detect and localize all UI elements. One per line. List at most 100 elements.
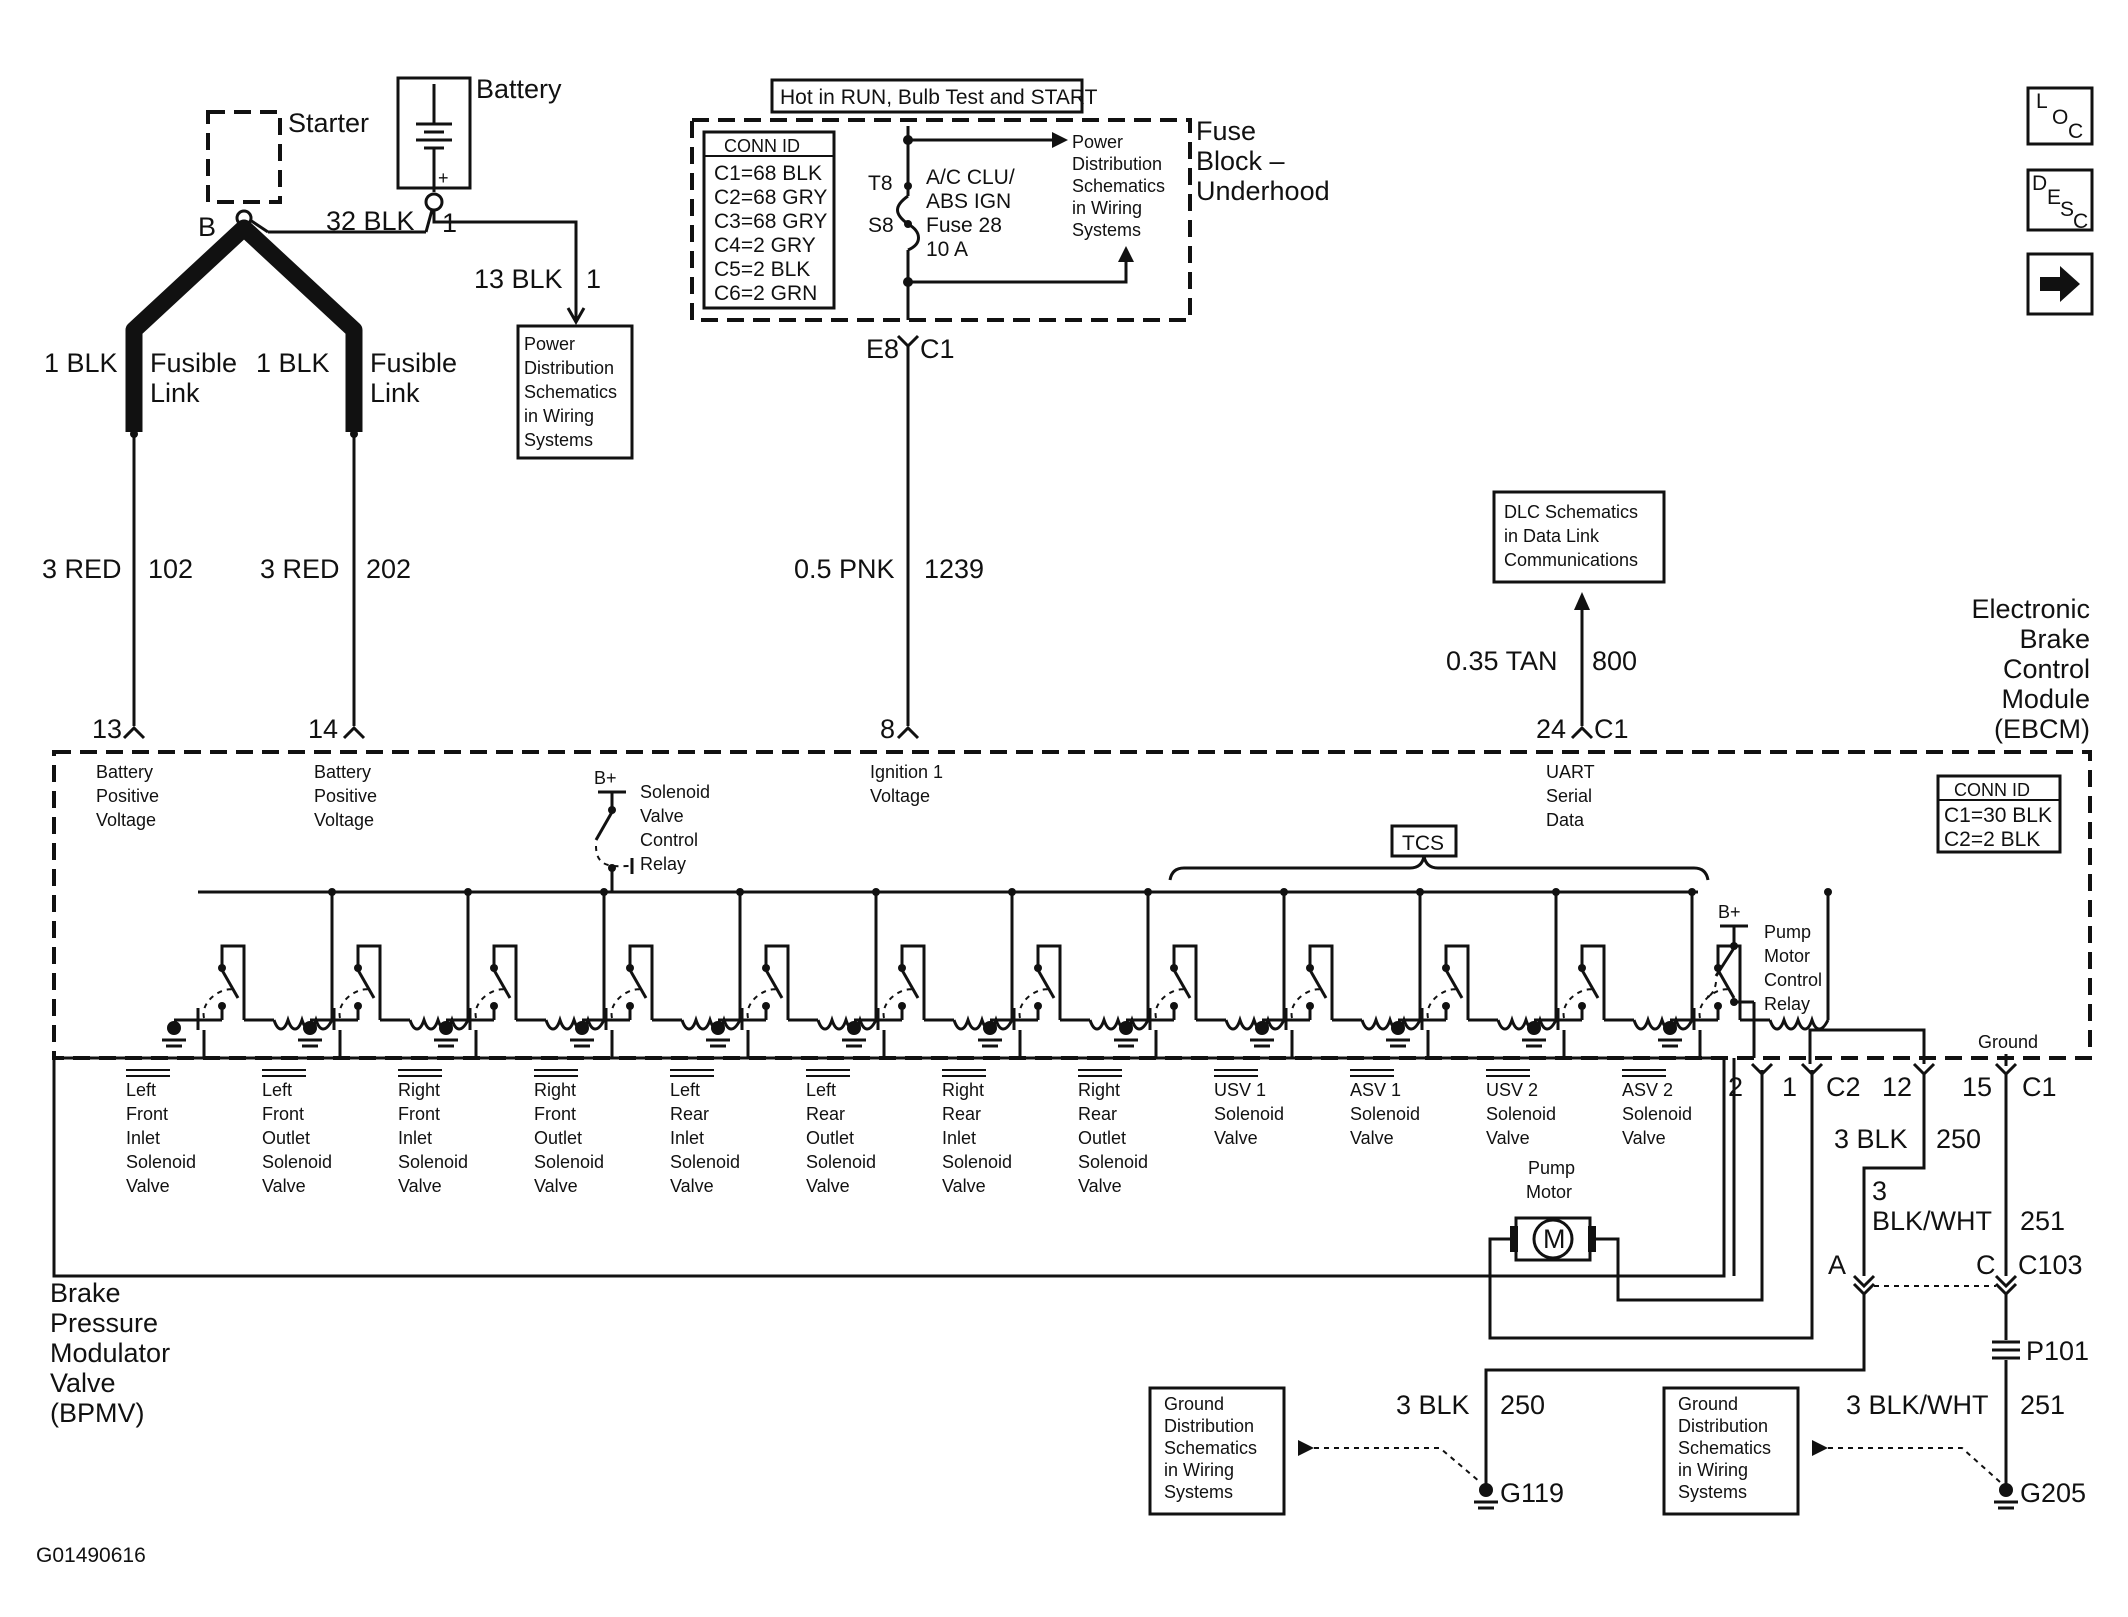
pump-relay-label-1: Pump	[1764, 922, 1811, 942]
ground-dist-link-1	[1298, 1440, 1481, 1483]
valve-label-line: Rear	[942, 1104, 981, 1124]
driver-cell	[1386, 888, 1560, 1058]
valve-label-line: Solenoid	[398, 1152, 468, 1172]
pump-motor: Pump Motor M	[1488, 1058, 1814, 1340]
circuit-800-number: 800	[1592, 646, 1637, 676]
fusible-link-2-label: Fusible	[370, 348, 457, 378]
c1-pin-15: 15	[1962, 1072, 1992, 1102]
pump-motor-control-relay: B+ Pump Motor Control Relay	[1705, 902, 1822, 1058]
dlc-box[interactable]: DLC Schematics in Data Link Communicatio…	[1492, 490, 1666, 584]
ebcm-title-3: Control	[2003, 654, 2090, 684]
valve-label-line: Rear	[1078, 1104, 1117, 1124]
circuit-102-number: 102	[148, 554, 193, 584]
g119-num: 250	[1500, 1390, 1545, 1420]
circuit-1239-pin: 8	[880, 714, 895, 744]
circuit-202-number: 202	[366, 554, 411, 584]
valve-relay-label-1: Solenoid	[640, 782, 710, 802]
fuse-label-3: Fuse 28	[926, 214, 1002, 237]
ebcm-ground: Ground	[1808, 1028, 2038, 1066]
valve-label-line: Valve	[806, 1176, 850, 1196]
g119-wire	[1484, 1294, 1866, 1488]
fuse-label-4: 10 A	[926, 238, 968, 261]
valve-labels: LeftFrontInletSolenoidValveLeftFrontOutl…	[126, 1069, 1692, 1196]
valve-label-line: Valve	[398, 1176, 442, 1196]
driver-cell	[434, 888, 608, 1058]
fuse-block-conn-row-4: C4=2 GRY	[714, 234, 816, 257]
battery-feed-pin: 1	[586, 264, 601, 294]
w250-gauge: 3 BLK	[1834, 1124, 1908, 1154]
ground-dist-box-1[interactable]: Ground Distribution Schematics in Wiring…	[1148, 1386, 1286, 1516]
next-button[interactable]: →	[2026, 252, 2094, 316]
svg-text:Systems: Systems	[1164, 1482, 1233, 1502]
valve-label-line: Rear	[670, 1104, 709, 1124]
valve-label-line: Solenoid	[262, 1152, 332, 1172]
g119-gauge: 3 BLK	[1396, 1390, 1470, 1420]
svg-text:E: E	[2047, 186, 2061, 209]
valve-label-line: Front	[534, 1104, 576, 1124]
fuse-pd-1: Power	[1072, 132, 1123, 152]
bpmv-label-2: Pressure	[50, 1308, 158, 1338]
fuse-block-conn-row-3: C3=68 GRY	[714, 210, 827, 233]
bpmv: Brake Pressure Modulator Valve (BPMV)	[50, 1056, 1726, 1428]
loc-button[interactable]: L O C LOC	[2026, 86, 2094, 146]
tcs-bracket: TCS	[1168, 824, 1710, 881]
power-distribution-box[interactable]: Power Distribution Schematics in Wiring …	[516, 324, 634, 460]
svg-text:Schematics: Schematics	[1678, 1438, 1771, 1458]
valve-label-line: Outlet	[262, 1128, 310, 1148]
circuit-1239: 0.5 PNK 1239 8	[794, 554, 984, 744]
svg-text:C: C	[2068, 120, 2083, 143]
valve-label-line: Valve	[1486, 1128, 1530, 1148]
valve-label-line: Left	[262, 1080, 292, 1100]
circuit-250: 3 BLK 250 3 BLK/WHT 251	[1834, 1074, 2065, 1276]
valve-label-line: Outlet	[534, 1128, 582, 1148]
fuse-pd-5: Systems	[1072, 220, 1141, 240]
ebcm-title-2: Brake	[2019, 624, 2090, 654]
valve-label-line: Solenoid	[1214, 1104, 1284, 1124]
valve-label-line: Front	[398, 1104, 440, 1124]
bpmv-label-4: Valve	[50, 1368, 116, 1398]
starter-label: Starter	[288, 108, 369, 138]
fusible-link-1-label-2: Link	[150, 378, 200, 408]
valve-label-line: Left	[806, 1080, 836, 1100]
diagram-id: G01490616	[36, 1544, 146, 1567]
battery-cable-label: 32 BLK	[326, 206, 415, 236]
svg-text:Battery: Battery	[96, 762, 153, 782]
valve-label-line: Left	[126, 1080, 156, 1100]
circuit-800-conn: C1	[1594, 714, 1629, 744]
fusible-link-2-label-2: Link	[370, 378, 420, 408]
svg-text:in Wiring: in Wiring	[1164, 1460, 1234, 1480]
circuit-800: 0.35 TAN 800 24 C1	[1446, 592, 1637, 744]
valve-label-line: Solenoid	[942, 1152, 1012, 1172]
w250-num: 250	[1936, 1124, 1981, 1154]
driver-cell	[706, 888, 880, 1058]
driver-cell	[1114, 888, 1288, 1058]
valve-label-line: Outlet	[806, 1128, 854, 1148]
circuit-1239-number: 1239	[924, 554, 984, 584]
valve-relay-label-3: Control	[640, 830, 698, 850]
ground-g205: 3 BLK/WHT 251 G205	[1846, 1390, 2086, 1510]
svg-text:Ground: Ground	[1678, 1394, 1738, 1414]
g119-label: G119	[1500, 1478, 1564, 1508]
pump-motor-label-1: Pump	[1528, 1158, 1575, 1178]
driver-cell	[842, 888, 1016, 1058]
valve-label-line: Valve	[1078, 1176, 1122, 1196]
valve-label-line: USV 1	[1214, 1080, 1266, 1100]
valve-label-line: Valve	[942, 1176, 986, 1196]
ground-dist-box-2[interactable]: Ground Distribution Schematics in Wiring…	[1662, 1386, 1800, 1516]
valve-label-line: Rear	[806, 1104, 845, 1124]
valve-label-line: Solenoid	[1078, 1152, 1148, 1172]
p101-splice: P101	[1992, 1294, 2089, 1488]
ebcm-conn-row-2: C2=2 BLK	[1944, 828, 2040, 851]
tcs-label: TCS	[1402, 832, 1444, 855]
bpmv-label-1: Brake	[50, 1278, 121, 1308]
c1-conn: C1	[2022, 1072, 2057, 1102]
valve-label-line: Valve	[534, 1176, 578, 1196]
circuit-102: 3 RED 102 13	[42, 554, 193, 744]
valve-relay-label-4: Relay	[640, 854, 686, 874]
c2-pin-1: 1	[1782, 1072, 1797, 1102]
w251-gauge-2: BLK/WHT	[1872, 1206, 1992, 1236]
fuse-block-conn-title: CONN ID	[724, 136, 800, 156]
driver-cell	[1250, 888, 1424, 1058]
svg-text:D: D	[2032, 172, 2047, 195]
